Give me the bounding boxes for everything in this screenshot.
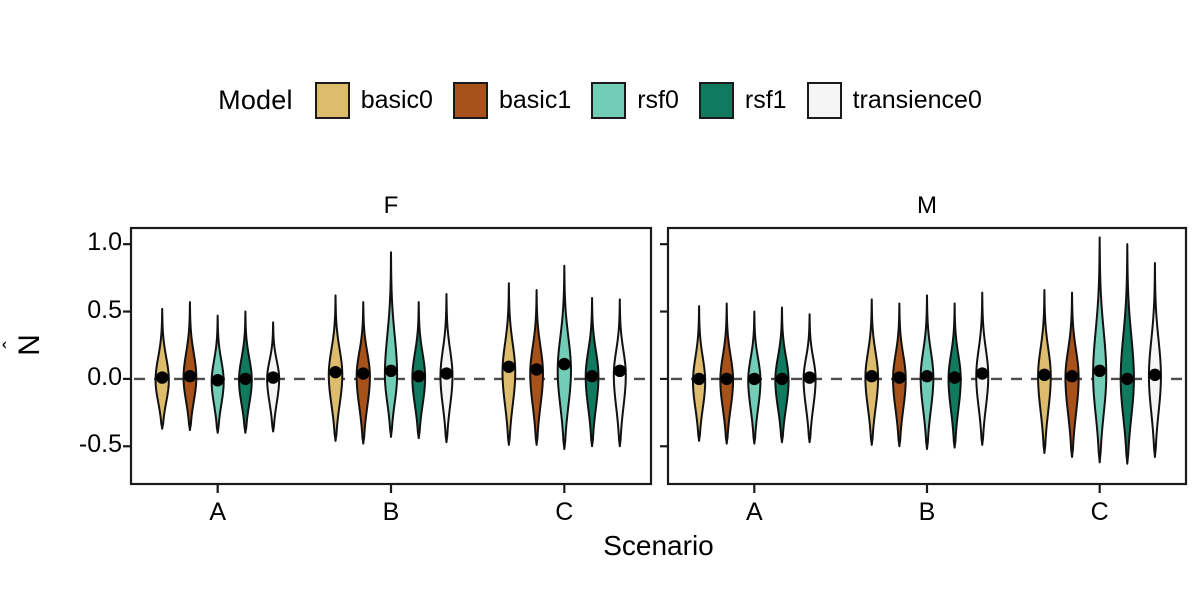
legend-item-transience0[interactable]: transience0 [806, 82, 982, 119]
legend: Model basic0 basic1 rsf0 rsf1 transience0 [0, 82, 1200, 119]
median-point-M-A-rsf0 [748, 372, 761, 386]
median-point-F-C-rsf1 [585, 370, 599, 383]
y-tick-label: 0.5 [87, 295, 122, 324]
legend-item-rsf0[interactable]: rsf0 [591, 82, 679, 119]
median-point-F-C-basic0 [502, 360, 516, 373]
x-tick-label-C: C [1090, 498, 1109, 526]
median-point-F-A-transience0 [266, 371, 280, 384]
y-tick-label: 0.0 [87, 362, 122, 391]
violin-F-B-rsf0[interactable] [383, 251, 399, 438]
legend-label-rsf1: rsf1 [744, 86, 787, 114]
median-point-F-C-transience0 [613, 364, 626, 378]
legend-item-rsf1[interactable]: rsf1 [698, 82, 787, 119]
median-point-M-B-rsf0 [920, 370, 934, 383]
legend-item-basic0[interactable]: basic0 [314, 82, 433, 119]
violin-M-C-rsf0[interactable] [1092, 236, 1108, 464]
median-point-M-C-rsf1 [1121, 372, 1134, 386]
y-tick-label: -0.5 [78, 430, 122, 459]
legend-swatch-transience0 [806, 82, 842, 119]
median-point-M-A-basic1 [720, 372, 733, 386]
median-point-F-C-rsf0 [558, 357, 571, 371]
median-point-F-B-rsf0 [384, 364, 398, 378]
median-point-M-C-basic1 [1065, 370, 1079, 383]
median-point-F-A-rsf1 [239, 372, 252, 386]
legend-swatch-basic0 [314, 82, 350, 119]
violin-F-C-rsf0[interactable] [556, 264, 572, 450]
y-axis-ticks: 1.0 0.5 0.0 -0.5 [40, 0, 122, 600]
x-tick-label-B: B [382, 498, 400, 526]
x-tick-label-A: A [209, 498, 226, 526]
median-point-M-C-basic0 [1038, 368, 1051, 382]
median-point-F-B-transience0 [440, 367, 453, 380]
median-point-M-C-transience0 [1148, 368, 1162, 382]
median-point-F-B-basic1 [357, 367, 370, 380]
median-point-M-B-basic1 [893, 371, 906, 384]
panel-strip-label-m: M [917, 192, 937, 219]
y-axis-title: ̂N [13, 334, 46, 356]
median-point-M-B-basic0 [865, 370, 878, 383]
violin-M-C-transience0[interactable] [1147, 262, 1162, 459]
x-axis-title: Scenario [603, 530, 714, 561]
median-point-M-C-rsf0 [1093, 364, 1106, 378]
x-tick-label-B: B [918, 498, 936, 526]
violin-M-C-rsf1[interactable] [1119, 243, 1135, 465]
x-tick-label-C: C [555, 498, 574, 526]
legend-label-transience0: transience0 [852, 86, 982, 114]
legend-item-basic1[interactable]: basic1 [452, 82, 572, 119]
median-point-M-B-rsf1 [948, 371, 961, 384]
violin-F-A-rsf1[interactable] [238, 310, 253, 434]
median-point-F-A-basic1 [183, 370, 197, 383]
legend-label-basic0: basic0 [360, 86, 433, 114]
median-point-M-B-transience0 [976, 367, 989, 380]
median-point-F-A-rsf0 [211, 374, 224, 387]
violin-F-A-basic1[interactable] [182, 301, 198, 432]
legend-swatch-rsf1 [698, 82, 734, 119]
legend-swatch-rsf0 [591, 82, 627, 119]
legend-label-rsf0: rsf0 [637, 86, 679, 114]
median-point-F-C-basic1 [530, 363, 543, 376]
x-tick-label-A: A [745, 498, 763, 526]
median-point-M-A-rsf1 [775, 372, 789, 386]
median-point-M-A-basic0 [692, 372, 706, 386]
legend-title: Model [218, 85, 293, 115]
median-point-F-B-rsf1 [412, 370, 425, 383]
median-point-M-A-transience0 [803, 371, 816, 384]
median-point-F-B-basic0 [329, 365, 342, 379]
legend-swatch-basic1 [452, 82, 488, 119]
panel-strip-label-f: F [383, 192, 399, 219]
legend-label-basic1: basic1 [498, 86, 572, 114]
median-point-F-A-basic0 [156, 371, 169, 384]
y-tick-label: 1.0 [87, 228, 122, 257]
violin-F-A-basic0[interactable] [154, 307, 170, 430]
